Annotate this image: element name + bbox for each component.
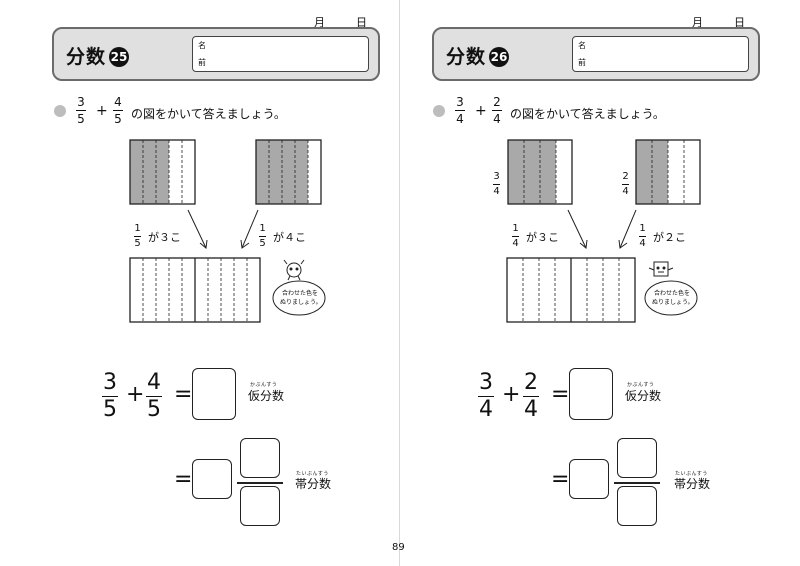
unit-hint-a-text: が３こ bbox=[526, 231, 559, 244]
month-label: 月 bbox=[314, 16, 325, 29]
title-number-badge: 25 bbox=[109, 47, 130, 67]
combined-bar bbox=[129, 257, 261, 323]
fraction-bar-a bbox=[507, 139, 573, 205]
bullet-dot bbox=[54, 105, 66, 117]
month-label: 月 bbox=[692, 16, 703, 29]
fraction-bar bbox=[614, 482, 660, 484]
mascot-icon bbox=[648, 261, 674, 277]
question-text: の図をかいて答えましょう。 bbox=[510, 107, 665, 121]
improper-fraction-label: 仮分数 bbox=[248, 389, 285, 403]
page-spine bbox=[399, 0, 400, 566]
name-field[interactable]: 名 前 bbox=[192, 36, 369, 72]
unit-hint-b-text: が２こ bbox=[653, 231, 686, 244]
fraction-diagram bbox=[506, 139, 701, 323]
day-label: 日 bbox=[356, 16, 367, 29]
speech-bubble bbox=[644, 280, 698, 316]
bullet-dot bbox=[433, 105, 445, 117]
improper-fraction-label: 仮分数 bbox=[625, 389, 662, 403]
combined-bar bbox=[506, 257, 636, 323]
fraction-bar bbox=[237, 482, 283, 484]
mixed-whole-answer-box[interactable] bbox=[192, 459, 232, 499]
arrow-b bbox=[240, 209, 259, 249]
mixed-whole-answer-box[interactable] bbox=[569, 459, 609, 499]
name-field[interactable]: 名 前 bbox=[572, 36, 749, 72]
day-label: 日 bbox=[734, 16, 745, 29]
question-text: の図をかいて答えましょう。 bbox=[131, 107, 286, 121]
speech-text: 合わせた色を ぬりましょう。 bbox=[652, 290, 694, 306]
fraction-bar-a bbox=[129, 139, 196, 205]
fraction-bar-b bbox=[255, 139, 322, 205]
mixed-denominator-answer-box[interactable] bbox=[240, 486, 280, 526]
mascot-icon bbox=[283, 259, 305, 281]
improper-fraction-answer-box[interactable] bbox=[569, 368, 613, 420]
mixed-number-label: 帯分数 bbox=[674, 477, 711, 491]
fraction-bar-b bbox=[635, 139, 701, 205]
page-number: 89 bbox=[392, 542, 405, 553]
mixed-denominator-answer-box[interactable] bbox=[617, 486, 657, 526]
unit-hint-b-text: が４こ bbox=[273, 231, 306, 244]
speech-text: 合わせた色を ぬりましょう。 bbox=[280, 290, 322, 306]
speech-bubble bbox=[272, 280, 326, 316]
unit-hint-a-text: が３こ bbox=[148, 231, 181, 244]
arrow-a bbox=[567, 209, 588, 249]
improper-fraction-answer-box[interactable] bbox=[192, 368, 236, 420]
mixed-number-label: 帯分数 bbox=[295, 477, 332, 491]
title-number-badge: 26 bbox=[489, 47, 510, 67]
fraction-diagram bbox=[129, 139, 326, 323]
mixed-numerator-answer-box[interactable] bbox=[617, 438, 657, 478]
arrow-a bbox=[187, 209, 208, 249]
arrow-b bbox=[618, 209, 637, 249]
mixed-numerator-answer-box[interactable] bbox=[240, 438, 280, 478]
